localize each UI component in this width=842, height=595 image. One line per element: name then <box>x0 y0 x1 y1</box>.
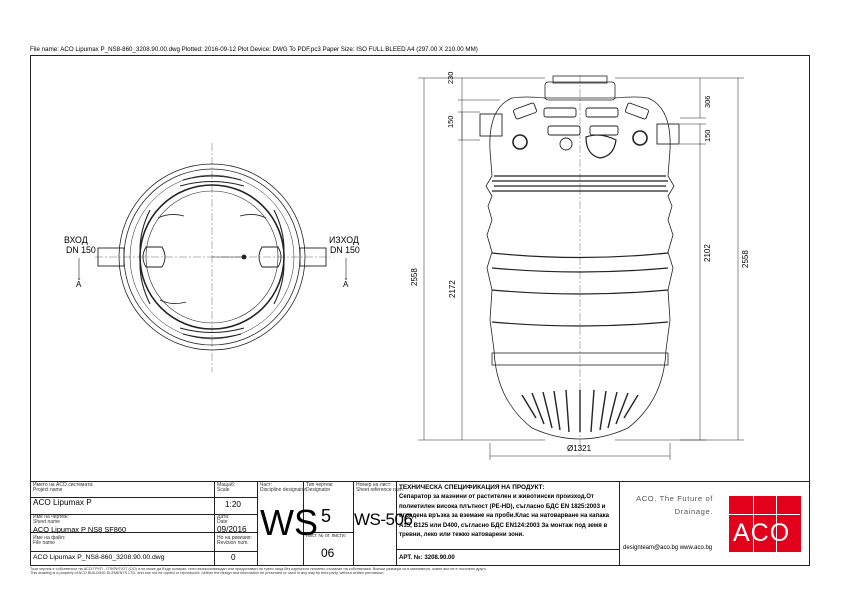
base-band <box>491 352 669 366</box>
tank-body <box>485 96 675 440</box>
dim-306: 306 <box>703 95 712 108</box>
logo-grid <box>729 514 800 552</box>
sheet-value: 06 <box>321 546 335 560</box>
brand-tagline: ACO. The Future of Drainage. <box>623 492 713 518</box>
part-value: WS <box>260 502 318 543</box>
dim-diameter: Ø1321 <box>567 444 592 453</box>
logo-text: ACO <box>733 519 791 547</box>
plan-ribs <box>139 175 285 339</box>
dim-2172: 2172 <box>448 280 457 298</box>
dim-150-right: 150 <box>703 129 712 142</box>
plan-arrows <box>79 258 346 280</box>
revision-value: 0 <box>231 553 236 562</box>
outlet-arrow-label: A <box>343 280 349 289</box>
brand-tagline-1: ACO. The Future of <box>636 494 713 503</box>
logo-grid <box>753 496 777 552</box>
technical-drawing <box>0 75 744 460</box>
inlet-outlet <box>479 113 680 159</box>
part-label: Част:Discipline designator <box>260 482 307 494</box>
scale-value: 1:20 <box>225 500 241 509</box>
logo-grid <box>776 496 801 552</box>
aco-logo: ACO <box>729 496 801 552</box>
spec-text: Сепаратор за мазнини от растителен и жив… <box>399 492 617 540</box>
inlet-dn: DN 150 <box>66 245 96 255</box>
plan-pipes <box>97 247 327 267</box>
file-value: ACO Lipumax P_NS8-860_3208.90.00.dwg <box>33 554 165 561</box>
system-value: ACO Lipumax P <box>33 498 92 507</box>
spec-line: A15, B125 или D400, съгласно БДС EN124:2… <box>399 521 608 529</box>
spec-line: Сепаратор за мазнини от растителен и жив… <box>399 493 595 500</box>
drawing-label: Име на чертеж:Sheet name <box>33 514 69 526</box>
dim-2102: 2102 <box>703 244 712 262</box>
bottom-fins <box>521 389 639 433</box>
spec-line: полиетилен висока плътност (PE-HD), съгл… <box>399 502 606 510</box>
date-label: Дата:Date <box>217 514 230 526</box>
article-number: АРТ. №: 3208.90.00 <box>399 554 455 561</box>
file-label: Име на файл:File name <box>33 535 66 547</box>
dim-2558-left: 2558 <box>410 268 419 286</box>
spec-line: вградена връзка за вземане на проби.Клас… <box>399 512 610 520</box>
brand-contacts: designteam@aco.bg www.aco.bg <box>623 545 713 551</box>
title-block: Името на ACO системата:Project name ACO … <box>30 482 810 566</box>
number-value: WS-506 <box>354 510 413 529</box>
date-value: 09/2016 <box>217 525 247 534</box>
drawing-frame <box>30 55 810 482</box>
spec-line: тревни, леко или тежко натоварени зони. <box>399 531 524 539</box>
outlet-dn: DN 150 <box>330 245 360 255</box>
drawing-value: ACO Lipumax P NS8 SF860 <box>33 525 127 534</box>
plan-baffles <box>142 213 282 305</box>
dim-2558-right: 2558 <box>741 250 750 268</box>
type-value: 5 <box>321 506 332 526</box>
cover-top <box>552 75 608 84</box>
system-label: Името на ACO системата:Project name <box>33 482 94 494</box>
side-view <box>418 75 744 460</box>
inlet-label: ВХОД <box>64 235 88 245</box>
plan-view <box>79 143 346 372</box>
sheet-label: Лист № от листи: <box>306 533 347 539</box>
revision-label: Но на ревизия:Revision num. <box>217 535 252 547</box>
dimensions <box>418 77 744 460</box>
number-label: Номер на лист:Sheet reference num. <box>356 482 405 494</box>
outlet-label: ИЗХОД <box>329 235 359 245</box>
footer-line-en: This drawing is a property of ACO BUILDI… <box>30 571 385 576</box>
spec-title: ТЕХНИЧЕСКА СПЕЦИФИКАЦИЯ НА ПРОДУКТ: <box>399 484 545 491</box>
manhole-cover <box>544 81 616 101</box>
footer-notice: Този чертеж е собственост на ACO ГРУП - … <box>30 567 487 576</box>
plot-info-header: File name: ACO Lipumax P_NS8-860_3208.90… <box>30 46 478 53</box>
brand-tagline-2: Drainage. <box>674 507 713 516</box>
type-label: Тип чертеж:Designator <box>306 482 334 494</box>
scale-label: Мащаб:Scale <box>217 482 236 494</box>
footer-line-bg: Този чертеж е собственост на ACO ГРУП - … <box>30 567 487 571</box>
inlet-arrow-label: A <box>76 280 82 289</box>
tank-ribs <box>491 175 669 327</box>
dim-230: 230 <box>446 71 455 84</box>
upper-slots <box>513 102 649 136</box>
dim-150-left: 150 <box>446 115 455 128</box>
